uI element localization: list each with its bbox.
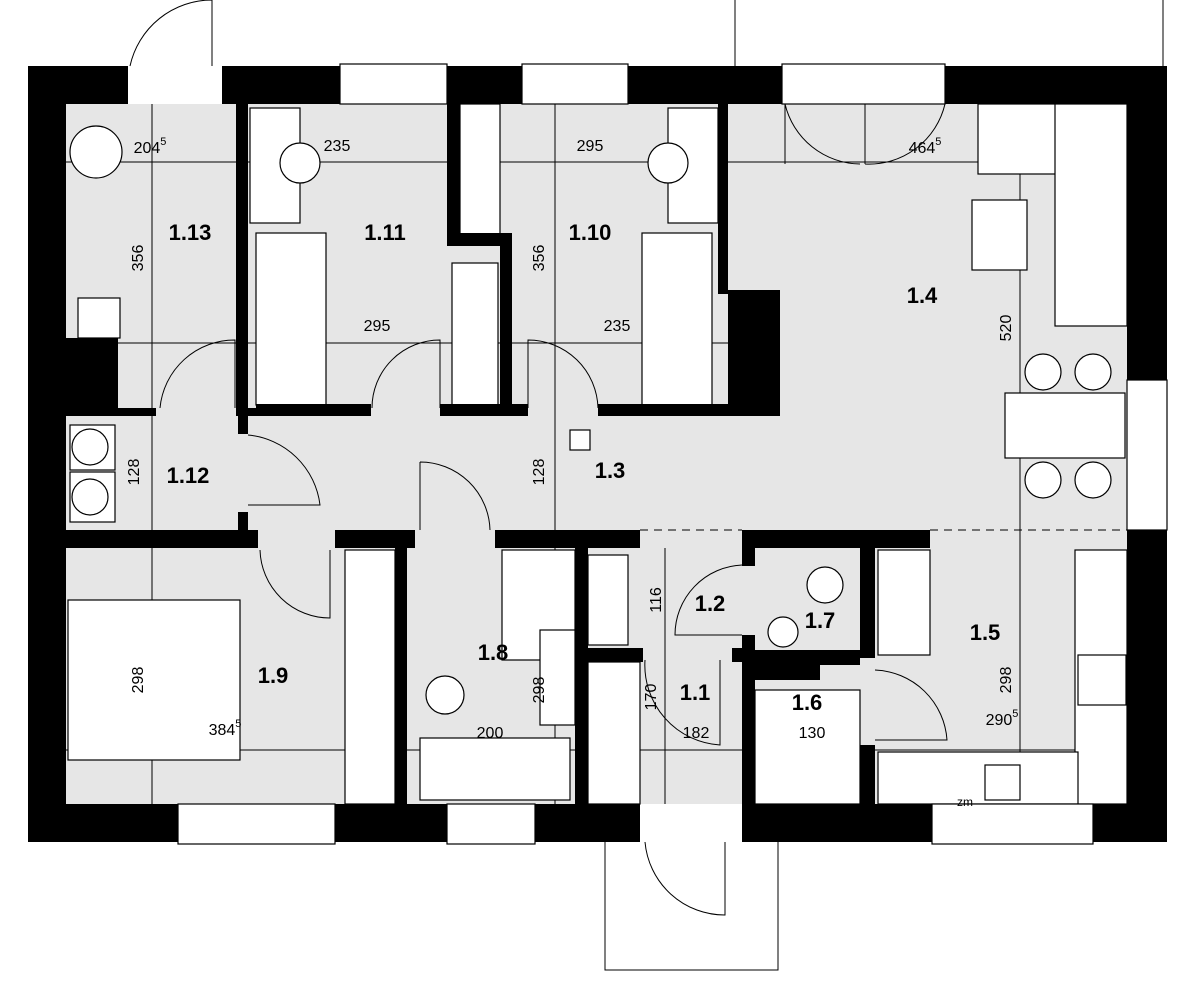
furniture	[67, 103, 1128, 805]
dimension-label: 235	[604, 318, 631, 335]
window	[446, 803, 536, 845]
shower	[754, 689, 861, 805]
room-label: 1.3	[595, 458, 626, 483]
fridge	[877, 549, 931, 656]
dimension-label: 200	[477, 725, 504, 742]
room-label: 1.6	[792, 690, 823, 715]
sink	[984, 764, 1021, 801]
closet	[587, 554, 629, 646]
door-swings	[129, 0, 1164, 971]
window	[1126, 379, 1168, 531]
sofa	[1054, 103, 1128, 327]
room-label: 1.13	[169, 220, 212, 245]
window	[781, 63, 946, 105]
wardrobe	[459, 103, 501, 235]
dimension-label: 356	[531, 245, 548, 272]
dimension-label: 295	[577, 138, 604, 155]
room-label: 1.12	[167, 463, 210, 488]
room-label: 1.10	[569, 220, 612, 245]
armchair	[971, 199, 1028, 271]
dimension-label: 130	[799, 725, 826, 742]
chair	[1074, 353, 1112, 391]
dimension-label: 298	[998, 667, 1015, 694]
dimension-label: 235	[324, 138, 351, 155]
room-label: 1.2	[695, 591, 726, 616]
toilet	[425, 675, 465, 715]
dimension-label: 182	[683, 725, 710, 742]
drum	[71, 428, 109, 466]
chair	[647, 142, 689, 184]
bathtub	[419, 737, 571, 801]
dimension-label: 295	[364, 318, 391, 335]
dimension-label: 2045	[134, 136, 167, 157]
window	[177, 803, 336, 845]
window	[521, 63, 629, 105]
boiler	[69, 125, 123, 179]
windows	[177, 63, 1168, 845]
dining-table	[1004, 392, 1126, 459]
room-labels: 1.13 1.11 1.10 1.4 1.3 1.12 1.9 1.8 1.2 1.7 1.1 1.6…	[167, 220, 1001, 715]
dimension-labels: 2045 235 295 4645 356 356 295 235 520 128 128 116 29…	[126, 136, 1018, 809]
dimension-label: 4645	[909, 136, 942, 157]
room-label: 1.8	[478, 640, 509, 665]
dimension-label: 3845	[209, 718, 242, 739]
sink	[767, 616, 799, 648]
stove	[1077, 654, 1127, 706]
room-label: 1.4	[907, 283, 938, 308]
room-label: 1.9	[258, 663, 289, 688]
toilet	[806, 566, 844, 604]
kitchen-note: zm	[957, 795, 973, 809]
dimension-label: 298	[130, 667, 147, 694]
kitchen-counter	[877, 751, 1079, 805]
bed-double	[67, 599, 241, 761]
wardrobe	[344, 549, 396, 805]
dimension-label: 116	[648, 587, 665, 613]
bed	[255, 232, 327, 406]
chair	[1074, 461, 1112, 499]
room-label: 1.7	[805, 608, 836, 633]
drum	[71, 478, 109, 516]
room-label: 1.5	[970, 620, 1001, 645]
dimension-label: 520	[998, 315, 1015, 342]
chair	[279, 142, 321, 184]
dimension-label: 170	[643, 684, 660, 711]
wardrobe	[587, 661, 641, 805]
dimension-label: 2905	[986, 708, 1019, 729]
chair	[1024, 461, 1062, 499]
furnace	[77, 297, 121, 339]
dimension-label: 128	[126, 459, 143, 486]
dimension-label: 298	[531, 677, 548, 704]
double-sink	[539, 629, 576, 726]
vent	[569, 429, 591, 451]
chair	[1024, 353, 1062, 391]
wardrobe	[451, 262, 499, 409]
bed	[641, 232, 713, 406]
room-label: 1.1	[680, 680, 711, 705]
window	[339, 63, 448, 105]
room-label: 1.11	[364, 220, 406, 245]
dimension-label: 356	[130, 245, 147, 272]
dimension-label: 128	[531, 459, 548, 486]
window	[931, 803, 1094, 845]
